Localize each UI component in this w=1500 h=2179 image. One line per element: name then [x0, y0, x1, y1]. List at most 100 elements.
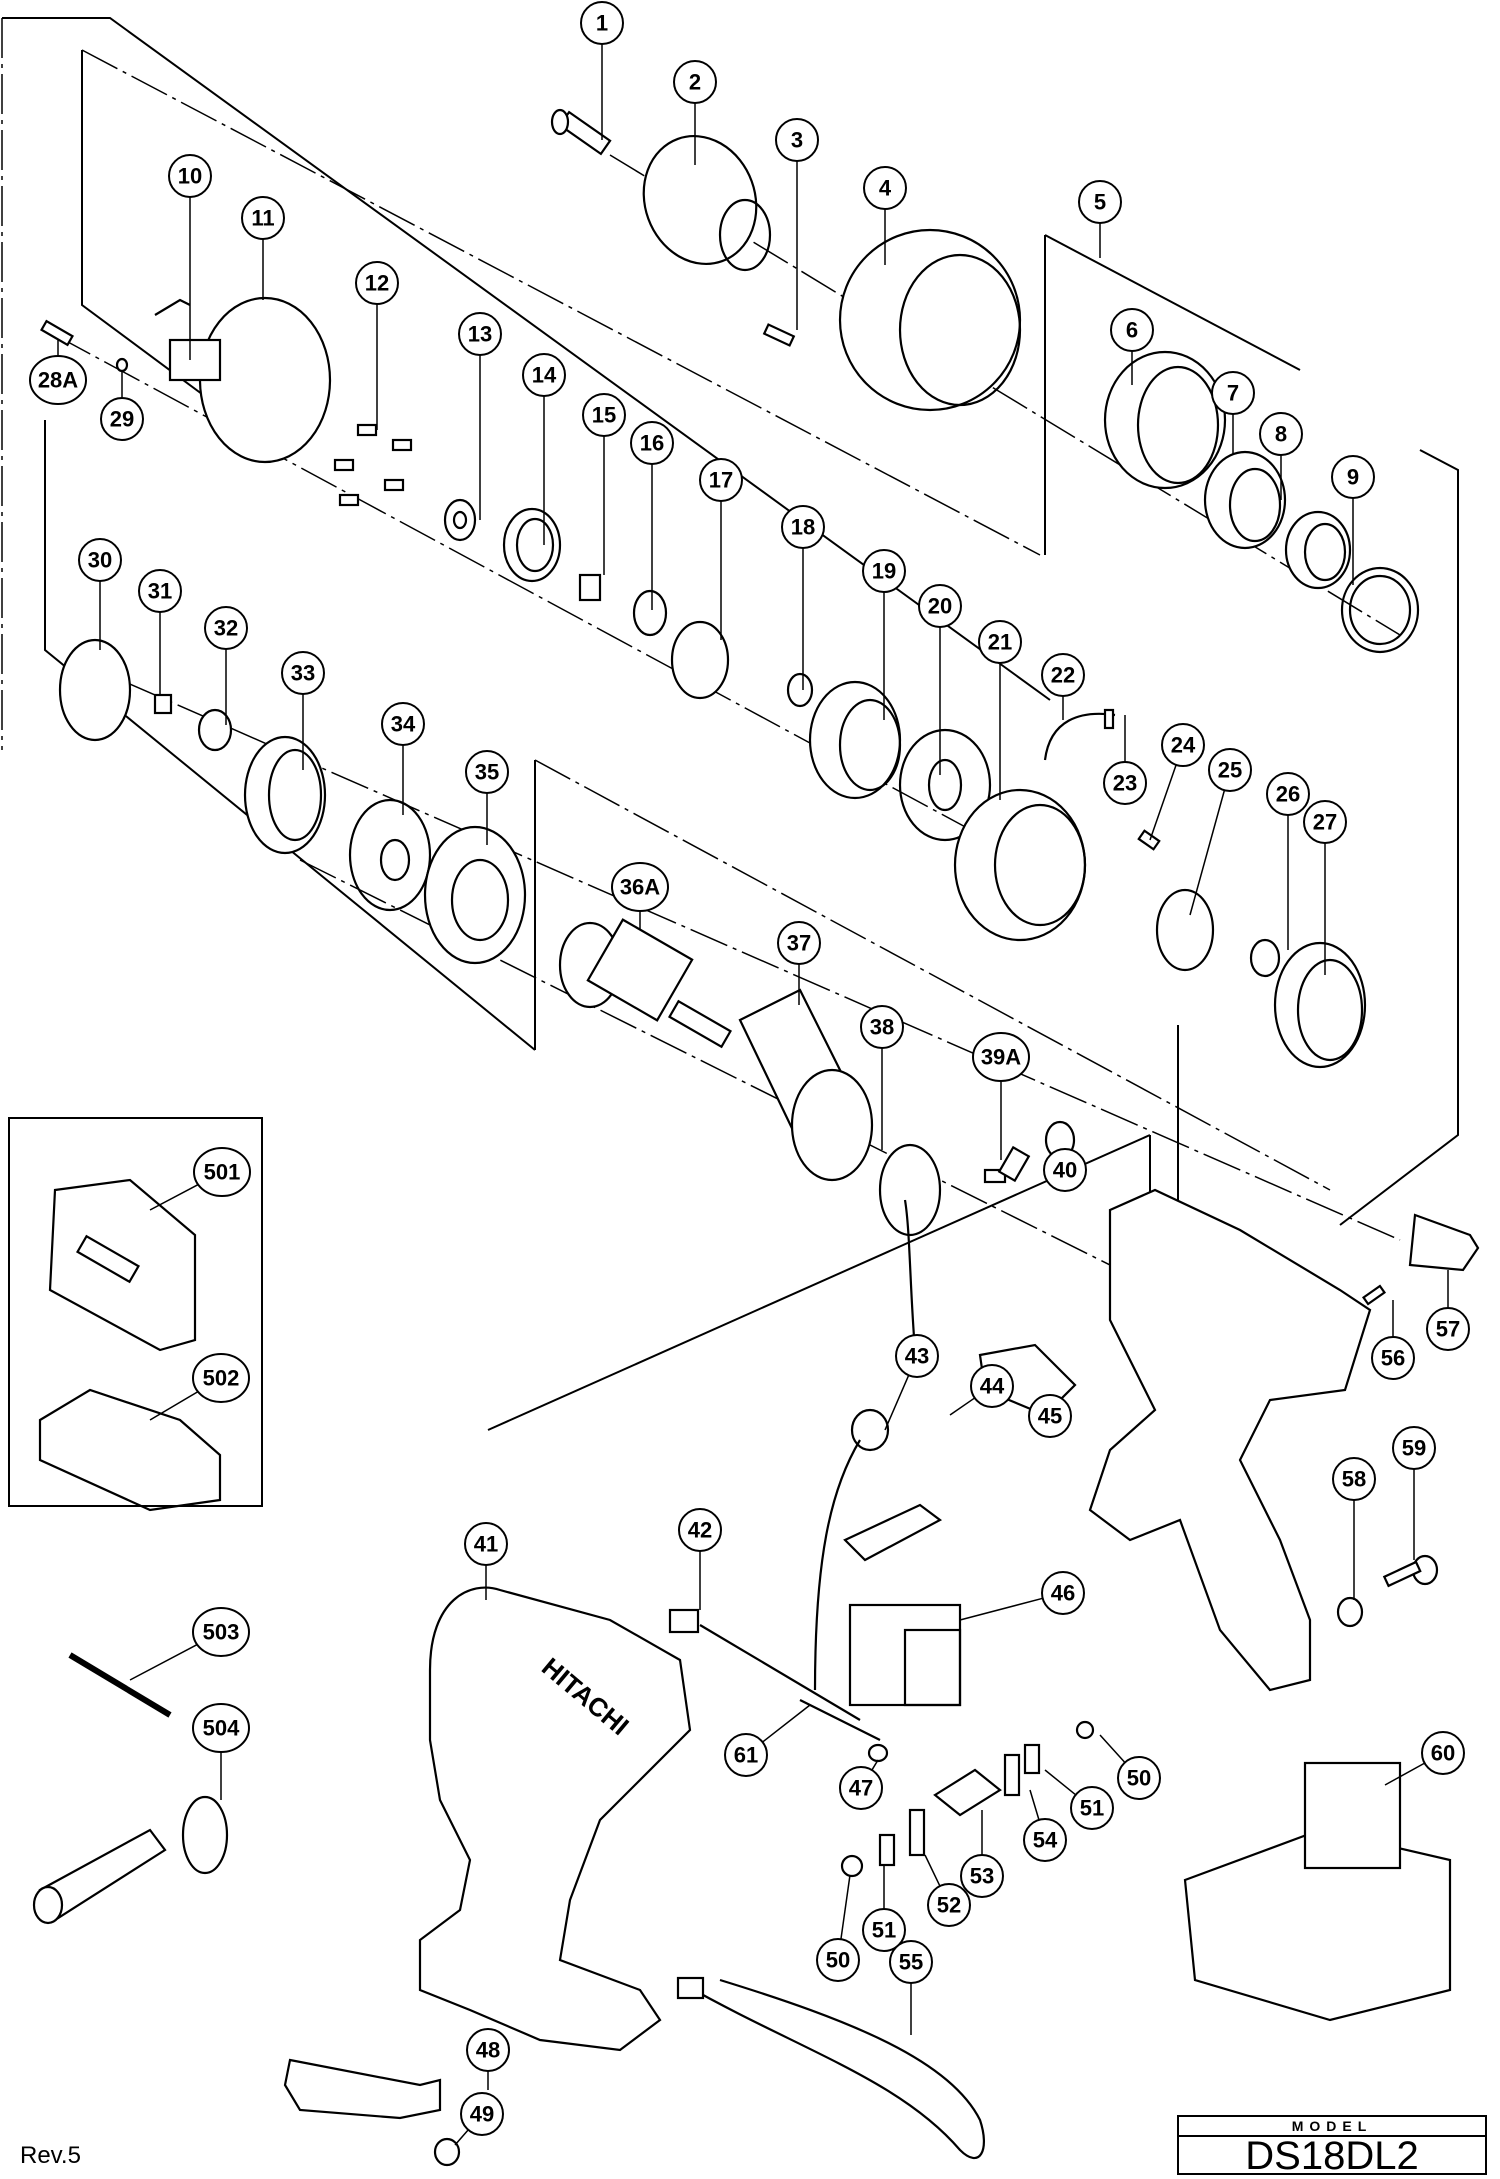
callout-circle: [138, 569, 182, 613]
callout-circle: [522, 353, 566, 397]
callout-59: 59: [1392, 1426, 1436, 1560]
callout-39a: 39A: [972, 1032, 1030, 1160]
callout-number: 32: [214, 616, 238, 641]
model-title-block: MODEL DS18DL2: [1177, 2115, 1487, 2178]
callout-circle: [204, 606, 248, 650]
callout-number: 37: [787, 931, 811, 956]
callout-number: 51: [1080, 1796, 1104, 1821]
part-4-clutch-case: [838, 228, 1022, 412]
part-24-screw: [1137, 829, 1161, 851]
callout-48: 48: [466, 2028, 510, 2090]
callout-52: 52: [924, 1854, 971, 1927]
callout-circle: [465, 750, 509, 794]
callout-27: 27: [1303, 800, 1347, 975]
part-51-terminal-a: [878, 1833, 896, 1867]
callout-circle: [816, 1938, 860, 1982]
part-55-strap: [676, 1976, 985, 2160]
callout-leader-line: [129, 1642, 201, 1681]
part-21-gear-case: [953, 788, 1087, 942]
callout-number: 2: [689, 70, 701, 95]
part-1-screw: [550, 108, 612, 156]
part-26-gear: [1249, 938, 1281, 978]
callout-number: 11: [251, 206, 274, 231]
frame-right: [1339, 449, 1459, 1226]
part-60-battery: [1183, 1761, 1452, 2022]
callout-circle: [775, 118, 819, 162]
callout-13: 13: [458, 312, 502, 520]
callout-number: 53: [970, 1864, 994, 1889]
callout-circle: [889, 1940, 933, 1984]
part-6-clutch-ring: [1103, 350, 1227, 490]
callout-number: 50: [1127, 1766, 1151, 1791]
part-37-stator: [738, 988, 874, 1182]
part-31-needle: [153, 693, 173, 715]
callout-number: 10: [178, 164, 202, 189]
callout-circle: [281, 651, 325, 695]
callout-circle: [582, 393, 626, 437]
callout-number: 19: [872, 559, 896, 584]
part-27-ring-gear: [1273, 941, 1367, 1069]
frame-gearbox-edge: [81, 49, 1041, 556]
callout-number: 21: [988, 630, 1012, 655]
callout-circle: [1041, 653, 1085, 697]
callout-circle: [895, 1334, 939, 1378]
callouts: 1234567891011121314151617181920212223242…: [29, 1, 1470, 2146]
callout-circle: [192, 1353, 250, 1403]
callout-circle: [1266, 772, 1310, 816]
callout-circle: [839, 1766, 883, 1810]
model-number: DS18DL2: [1245, 2134, 1419, 2178]
callout-circle: [1208, 748, 1252, 792]
callout-circle: [611, 862, 669, 912]
frame-gearbox: [81, 50, 211, 401]
callout-circle: [724, 1733, 768, 1777]
callout-circle: [193, 1147, 251, 1197]
revision-label: Rev.5: [20, 2142, 81, 2169]
part-11-spring-clip: [154, 298, 191, 316]
part-34-plate: [348, 798, 432, 912]
part-14-ring: [502, 507, 562, 583]
callout-23: 23: [1103, 715, 1147, 805]
callout-26: 26: [1266, 772, 1310, 950]
callout-number: 29: [110, 407, 134, 432]
callout-circle: [100, 397, 144, 441]
callout-36a: 36A: [611, 862, 669, 930]
parts: HITACHI: [32, 108, 1480, 2167]
part-41-housing-left: HITACHI: [418, 1586, 692, 2052]
callout-58: 58: [1332, 1457, 1376, 1600]
callout-8: 8: [1259, 412, 1303, 500]
part-504-side-handle: [32, 1795, 229, 1925]
part-58-nut: [1336, 1596, 1364, 1628]
callout-46: 46: [959, 1571, 1085, 1621]
callout-9: 9: [1331, 455, 1375, 585]
callout-circle: [1371, 1336, 1415, 1380]
callout-leader-line: [762, 1704, 811, 1743]
part-9-washer: [1340, 566, 1420, 654]
callout-54: 54: [1023, 1789, 1067, 1862]
callout-leader-line: [149, 1389, 201, 1421]
callout-circle: [1117, 1756, 1161, 1800]
callout-circle: [381, 702, 425, 746]
callout-number: 60: [1431, 1741, 1455, 1766]
callout-50: 50: [816, 1874, 860, 1982]
part-43-ferrite-core: [813, 1199, 917, 1691]
callout-number: 34: [391, 712, 416, 737]
callout-circle: [972, 1032, 1030, 1082]
callout-57: 57: [1426, 1270, 1470, 1351]
callout-number: 3: [791, 128, 803, 153]
callout-10: 10: [168, 154, 212, 360]
callout-number: 30: [88, 548, 112, 573]
callout-4: 4: [863, 166, 907, 265]
callout-leader-line: [884, 1374, 910, 1431]
callout-18: 18: [781, 505, 825, 690]
model-label: MODEL: [1179, 2117, 1485, 2137]
part-7-clutch-plate: [1203, 450, 1287, 550]
callout-circle: [630, 421, 674, 465]
callout-number: 42: [688, 1518, 712, 1543]
callout-number: 18: [791, 515, 815, 540]
callout-12: 12: [355, 261, 399, 430]
part-17-carrier: [670, 620, 730, 700]
part-18-gear: [786, 672, 814, 708]
callout-16: 16: [630, 421, 674, 610]
callout-number: 44: [980, 1374, 1005, 1399]
callout-leader-line: [959, 1597, 1043, 1621]
